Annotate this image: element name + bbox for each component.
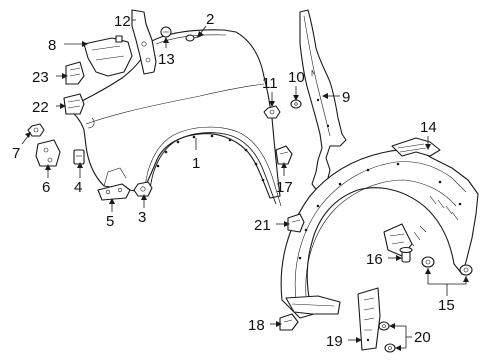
- callout-10: 10: [288, 69, 305, 86]
- bracket-22: [63, 93, 85, 115]
- callout-18: 18: [248, 317, 265, 334]
- callout-8: 8: [48, 37, 56, 54]
- washer-10: [290, 99, 302, 109]
- nut-7: [27, 123, 45, 137]
- screw-15a: [421, 256, 435, 268]
- callout-1: 1: [192, 155, 200, 172]
- screw-15b: [459, 264, 473, 276]
- nut-11: [263, 105, 281, 119]
- bolt-3: [133, 181, 153, 197]
- splash-shield: [357, 287, 381, 351]
- callout-5: 5: [106, 213, 114, 230]
- bracket-6: [35, 139, 61, 167]
- callout-16: 16: [366, 251, 383, 268]
- callout-19: 19: [326, 333, 343, 350]
- callout-2: 2: [206, 11, 214, 28]
- bracket-23: [65, 61, 85, 85]
- push-pin-16: [399, 246, 413, 263]
- screw-20b: [384, 343, 396, 353]
- callout-4: 4: [74, 179, 82, 196]
- callout-20: 20: [414, 329, 431, 346]
- callout-9: 9: [342, 89, 350, 106]
- clip-13: [160, 26, 172, 38]
- callout-23: 23: [32, 69, 49, 86]
- mount-bracket: [83, 35, 133, 77]
- bracket-5: [97, 183, 131, 201]
- clip-17: [275, 145, 293, 165]
- callout-22: 22: [32, 99, 49, 116]
- callout-17: 17: [276, 179, 293, 196]
- clip-4: [73, 149, 85, 165]
- screw-20a: [378, 321, 390, 331]
- callout-15: 15: [438, 297, 455, 314]
- callout-labels: 1 2 3 4 5 6 7 8 9 10 11 12 13 14 15 16 1…: [12, 11, 455, 350]
- callout-6: 6: [42, 179, 50, 196]
- wheelhouse-liner: [280, 137, 479, 319]
- callout-12: 12: [114, 13, 131, 30]
- upper-bracket: [131, 9, 157, 75]
- callout-14: 14: [420, 119, 437, 136]
- callout-11: 11: [262, 75, 278, 92]
- leader-lines: [21, 19, 469, 351]
- callout-21: 21: [254, 217, 271, 234]
- callout-3: 3: [138, 209, 146, 226]
- clip-18: [279, 313, 299, 331]
- clip-21: [287, 213, 305, 233]
- callout-7: 7: [12, 145, 20, 162]
- fender-seal: [299, 9, 347, 193]
- callout-13: 13: [158, 51, 175, 68]
